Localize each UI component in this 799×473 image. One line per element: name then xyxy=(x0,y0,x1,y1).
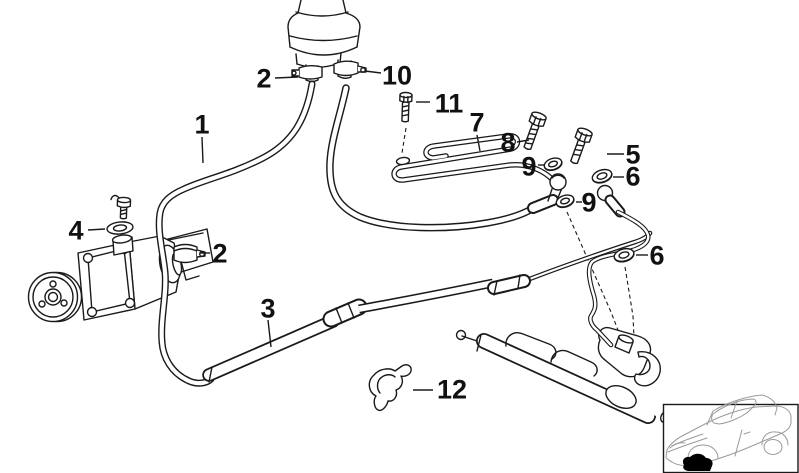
pipe-to-rack xyxy=(519,184,653,348)
callout-leader-line xyxy=(87,228,106,231)
hose-clamp-10 xyxy=(333,60,367,77)
washer-9a xyxy=(543,157,563,172)
part-number-label[interactable]: 1 xyxy=(194,110,209,140)
callout-12: 12 xyxy=(413,375,467,405)
washer-6a xyxy=(591,168,613,184)
part-number-label[interactable]: 6 xyxy=(649,241,664,271)
hose-clamp-2a xyxy=(291,65,323,80)
fluid-reservoir xyxy=(287,0,367,83)
banjo-ball-fitting xyxy=(549,173,567,191)
callout-leader-line xyxy=(274,76,299,79)
callout-leader-line xyxy=(364,70,382,74)
callout-2: 2 xyxy=(256,64,299,94)
washer-4 xyxy=(106,221,134,235)
pump-banjo-bolt xyxy=(110,194,132,220)
callout-6: 6 xyxy=(636,241,665,271)
part-number-label[interactable]: 8 xyxy=(500,128,515,158)
part-number-label[interactable]: 7 xyxy=(469,108,484,138)
callout-leader-line xyxy=(516,139,530,143)
callout-9: 9 xyxy=(576,188,597,218)
callout-8: 8 xyxy=(500,128,530,158)
part-number-label[interactable]: 10 xyxy=(382,61,412,91)
callout-4: 4 xyxy=(68,216,106,246)
bolt-8 xyxy=(523,111,547,150)
part-number-label[interactable]: 6 xyxy=(625,162,640,192)
suction-hose-1 xyxy=(155,80,316,387)
callout-6: 6 xyxy=(613,162,641,192)
callout-9: 9 xyxy=(521,152,544,182)
callout-5: 5 xyxy=(607,140,641,170)
washer-6b xyxy=(613,247,635,263)
part-number-label[interactable]: 9 xyxy=(521,152,536,182)
part-number-label[interactable]: 2 xyxy=(256,64,271,94)
part-number-label[interactable]: 12 xyxy=(437,375,467,405)
callout-11: 11 xyxy=(416,89,463,119)
pressure-hose-3 xyxy=(202,274,531,383)
part-number-label[interactable]: 3 xyxy=(260,294,275,324)
clip-12 xyxy=(368,364,412,412)
car-sketch xyxy=(665,394,792,471)
washer-9b xyxy=(555,194,575,209)
return-hose xyxy=(326,84,567,232)
callout-10: 10 xyxy=(364,61,412,91)
part-number-label[interactable]: 4 xyxy=(68,216,83,246)
callout-leader-line xyxy=(267,319,272,348)
callout-1: 1 xyxy=(194,110,210,164)
part-number-label[interactable]: 9 xyxy=(581,188,596,218)
part-number-label[interactable]: 2 xyxy=(212,239,227,269)
bolt-11 xyxy=(399,91,413,123)
part-number-label[interactable]: 5 xyxy=(625,140,640,170)
bolt-5 xyxy=(570,127,593,165)
car-location-thumbnail xyxy=(662,394,799,473)
power-steering-pump xyxy=(27,194,214,323)
hose-clamp-2b xyxy=(173,243,206,264)
location-marker xyxy=(682,453,713,471)
callout-7: 7 xyxy=(469,108,485,152)
callout-leader-line xyxy=(201,136,204,164)
callout-leader-line xyxy=(476,134,481,152)
callout-3: 3 xyxy=(260,294,276,348)
part-number-label[interactable]: 11 xyxy=(435,89,464,119)
steering-rack xyxy=(455,326,677,426)
cooler-loop-pipe xyxy=(391,133,556,183)
callout-2: 2 xyxy=(200,239,228,269)
